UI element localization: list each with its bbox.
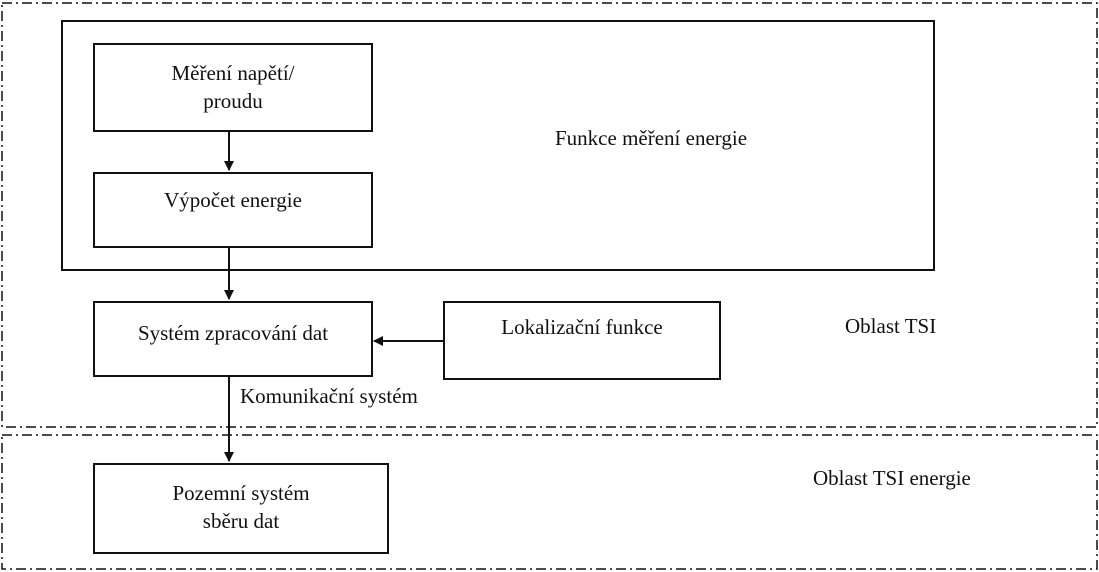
energy-measurement-function-container (61, 20, 935, 271)
tsi-energy-area-region (1, 434, 1098, 570)
energy-calculation-box: Výpočet energie (93, 172, 373, 248)
communication-system-label: Komunikační systém (240, 384, 418, 408)
tsi-energy-area-label: Oblast TSI energie (813, 466, 971, 490)
localization-function-box: Lokalizační funkce (443, 301, 721, 380)
voltage-current-measurement-box: Měření napětí/ proudu (93, 43, 373, 132)
localization-function-label: Lokalizační funkce (501, 315, 663, 339)
voltage-current-measurement-line2: proudu (203, 89, 263, 113)
ground-data-collection-line1: Pozemní systém (172, 481, 310, 505)
data-processing-system-label: Systém zpracování dat (137, 321, 329, 345)
energy-calculation-label: Výpočet energie (164, 188, 302, 212)
ground-data-collection-label: Pozemní systém sběru dat (95, 479, 387, 535)
tsi-area-label: Oblast TSI (845, 314, 937, 338)
voltage-current-measurement-label: Měření napětí/ proudu (95, 59, 371, 115)
voltage-current-measurement-line1: Měření napětí/ (171, 61, 295, 85)
energy-measurement-function-label: Funkce měření energie (555, 126, 748, 150)
ground-data-collection-box: Pozemní systém sběru dat (93, 463, 389, 554)
ground-data-collection-line2: sběru dat (202, 509, 280, 533)
data-processing-system-box: Systém zpracování dat (93, 301, 373, 377)
tsi-area-region (1, 2, 1098, 428)
